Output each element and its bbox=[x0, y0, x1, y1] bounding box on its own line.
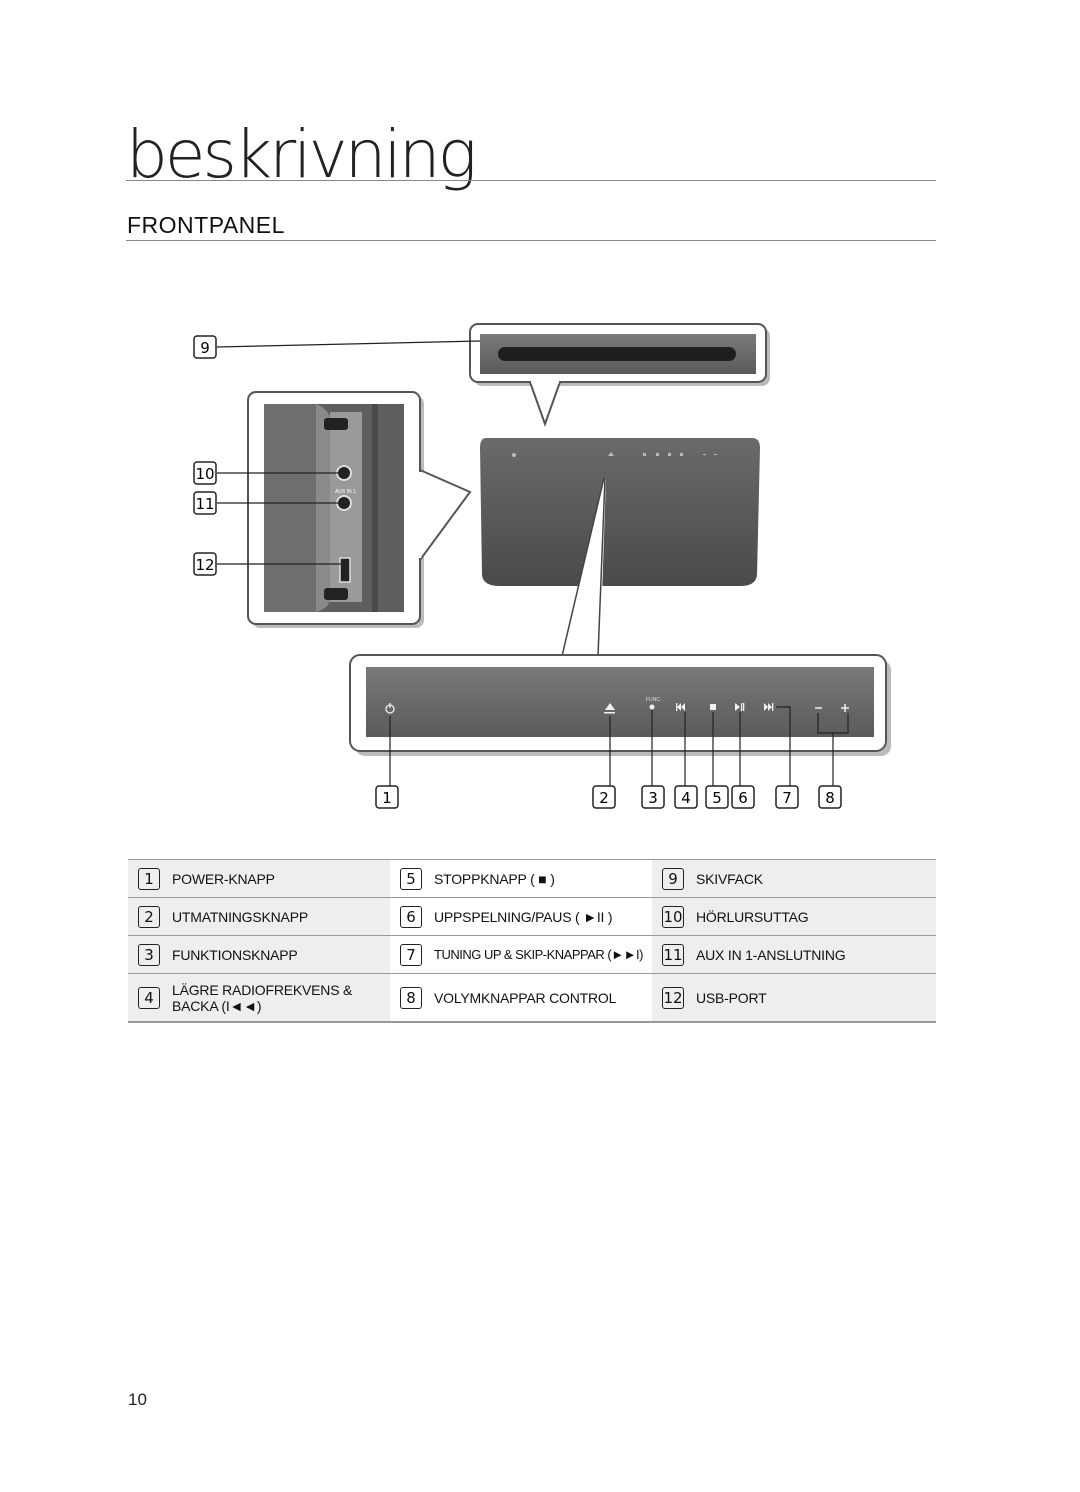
legend-number: 2 bbox=[138, 905, 160, 928]
legend-number: 8 bbox=[400, 986, 422, 1009]
callout-12-label: 12 bbox=[195, 556, 214, 574]
legend-label: FUNKTIONSKNAPP bbox=[172, 946, 298, 963]
callout-1-label: 1 bbox=[382, 789, 392, 807]
callout-7-label: 7 bbox=[782, 789, 792, 807]
legend-label: LÄGRE RADIOFREKVENS &BACKA (I◄◄) bbox=[172, 982, 352, 1014]
legend-label: POWER-KNAPP bbox=[172, 870, 275, 887]
leader-lines bbox=[216, 340, 849, 786]
legend-number: 4 bbox=[138, 986, 160, 1009]
legend-label-line1: LÄGRE RADIOFREKVENS & bbox=[172, 981, 353, 998]
page-title: beskrivning bbox=[126, 116, 477, 193]
callout-3-label: 3 bbox=[648, 789, 658, 807]
side-panel-zoom: AUX IN 1 bbox=[247, 391, 472, 628]
callout-11-label: 11 bbox=[195, 495, 214, 513]
func-label: FUNC. bbox=[646, 697, 661, 703]
legend-label-line2: BACKA (I◄◄) bbox=[172, 997, 262, 1014]
legend-row: 1 POWER-KNAPP 5 STOPPKNAPP ( ■ ) 9 SKIVFACK bbox=[128, 859, 936, 898]
callout-10-label: 10 bbox=[195, 465, 214, 483]
callout-5-label: 5 bbox=[712, 789, 722, 807]
legend-label: VOLYMKNAPPAR CONTROL bbox=[434, 989, 617, 1006]
disc-slot-zoom bbox=[469, 323, 770, 427]
legend-label: USB-PORT bbox=[696, 989, 767, 1006]
legend-row: 4 LÄGRE RADIOFREKVENS &BACKA (I◄◄) 8 VOLYM… bbox=[128, 973, 936, 1023]
legend-label: UPPSPELNING/PAUS ( ►II ) bbox=[434, 908, 613, 925]
legend-label: UTMATNINGSKNAPP bbox=[172, 908, 308, 925]
title-divider bbox=[126, 180, 936, 181]
front-panel-diagram: AUX IN 1 FUNC. bbox=[193, 323, 891, 809]
legend-label: SKIVFACK bbox=[696, 870, 763, 887]
callout-8-label: 8 bbox=[825, 789, 835, 807]
legend-number: 7 bbox=[400, 943, 422, 966]
legend-number: 1 bbox=[138, 867, 160, 890]
legend-label: AUX IN 1-ANSLUTNING bbox=[696, 946, 846, 963]
legend-number: 5 bbox=[400, 867, 422, 890]
page-number: 10 bbox=[128, 1390, 147, 1409]
callout-9-label: 9 bbox=[200, 339, 210, 357]
legend-label: TUNING UP & SKIP-KNAPPAR (►►I) bbox=[434, 947, 643, 962]
callout-2-label: 2 bbox=[599, 789, 609, 807]
callout-numbers: 9 10 11 12 1 2 3 4 5 6 7 8 bbox=[193, 335, 842, 809]
legend-number: 6 bbox=[400, 905, 422, 928]
legend-number: 11 bbox=[662, 943, 684, 966]
section-divider bbox=[126, 240, 936, 241]
legend-label: STOPPKNAPP ( ■ ) bbox=[434, 870, 555, 887]
legend-label: HÖRLURSUTTAG bbox=[696, 908, 809, 925]
legend-number: 12 bbox=[662, 986, 684, 1009]
legend-table: 1 POWER-KNAPP 5 STOPPKNAPP ( ■ ) 9 SKIVFACK… bbox=[128, 859, 936, 1023]
legend-number: 9 bbox=[662, 867, 684, 890]
main-unit bbox=[480, 438, 760, 657]
callout-4-label: 4 bbox=[681, 789, 691, 807]
legend-row: 2 UTMATNINGSKNAPP 6 UPPSPELNING/PAUS ( ►II… bbox=[128, 897, 936, 936]
callout-6-label: 6 bbox=[738, 789, 748, 807]
aux-in-label: AUX IN 1 bbox=[335, 489, 356, 495]
control-bar-zoom: FUNC. bbox=[349, 654, 891, 756]
legend-row: 3 FUNKTIONSKNAPP 7 TUNING UP & SKIP-KNAPPA… bbox=[128, 935, 936, 974]
callout-9 bbox=[193, 335, 217, 359]
legend-number: 3 bbox=[138, 943, 160, 966]
section-heading: FRONTPANEL bbox=[127, 212, 285, 238]
legend-number: 10 bbox=[662, 905, 684, 928]
